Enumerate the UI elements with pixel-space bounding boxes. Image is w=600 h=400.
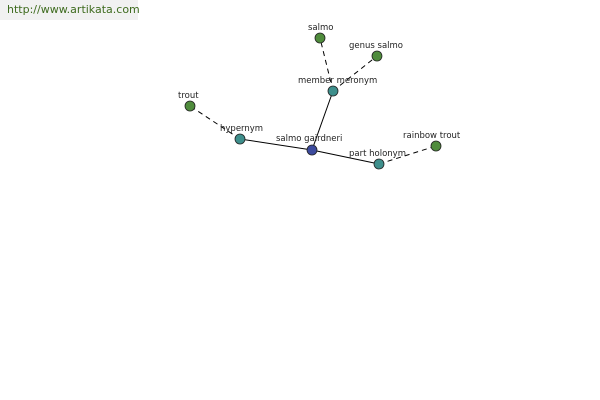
node-member-meronym[interactable] (327, 85, 339, 97)
node-salmo[interactable] (314, 32, 326, 44)
node-part-holonym[interactable] (373, 158, 385, 170)
labels-layer: salmo gairdneri hypernym member meronym par… (178, 23, 461, 159)
node-label-part-holonym: part holonym (349, 149, 406, 159)
edge-center-to-part-holonym (311, 149, 380, 165)
edge-hypernym-to-trout (189, 105, 241, 140)
node-label-genus-salmo: genus salmo (349, 41, 403, 51)
edge-part-holonym-to-rainbow-trout (378, 145, 437, 165)
node-hypernym[interactable] (234, 133, 246, 145)
node-label-trout: trout (178, 91, 199, 101)
node-center[interactable] (306, 144, 318, 156)
node-label-hypernym: hypernym (220, 124, 263, 134)
node-label-center: salmo gairdneri (276, 134, 342, 144)
node-label-member-meronym: member meronym (298, 76, 377, 86)
node-genus-salmo[interactable] (371, 50, 383, 62)
edge-member-meronym-to-genus-salmo (332, 55, 378, 92)
node-label-rainbow-trout: rainbow trout (403, 131, 461, 141)
edge-center-to-member-meronym (311, 90, 334, 151)
node-trout[interactable] (184, 100, 196, 112)
node-rainbow-trout[interactable] (430, 140, 442, 152)
edge-center-to-hypernym (239, 138, 313, 151)
nodes-layer (184, 32, 442, 170)
node-label-salmo: salmo (308, 23, 333, 33)
edges-layer (189, 37, 437, 165)
edge-member-meronym-to-salmo (319, 37, 334, 92)
source-link[interactable]: http://www.artikata.com (0, 0, 140, 20)
